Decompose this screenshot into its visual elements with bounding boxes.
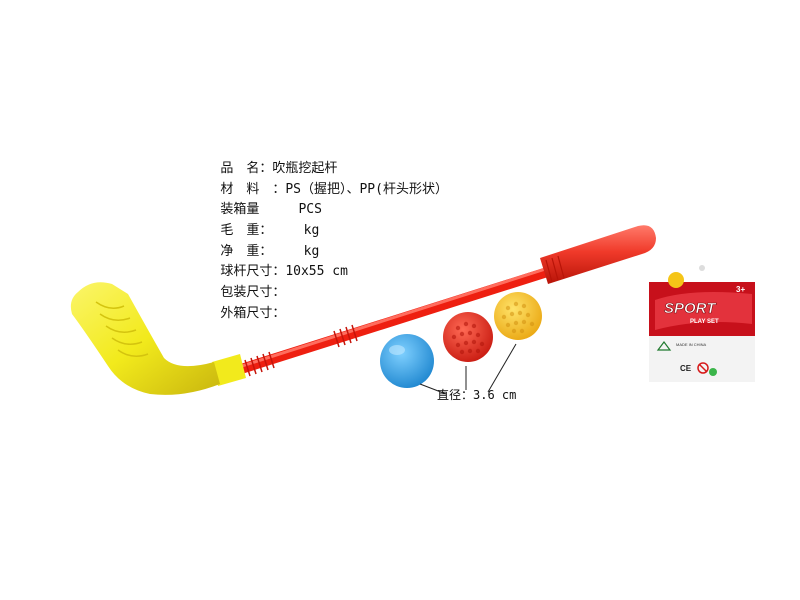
package-swoosh [655,292,752,330]
blue-ball [380,334,434,388]
spec-row-gross-weight: 毛 重： kg [189,207,319,255]
no-small-parts-slash [698,363,708,373]
club-shaft-highlight [240,263,560,368]
ball-diameter-label: 直径：3.6 cm [437,388,517,402]
spec-row-net-weight: 净 重： kg [189,228,319,276]
spec-label: 净 重： [220,244,273,259]
red-ball [443,312,493,362]
diameter-pointer-lines [419,343,517,395]
spec-value: 吹瓶挖起杆 [272,161,338,176]
red-ball-dimples [451,321,485,355]
spec-label: 包装尺寸： [220,285,286,300]
spec-label: 品 名： [220,161,273,176]
club-face-grooves [95,301,149,357]
recycle-icon [656,341,672,351]
eco-mark-icon [709,368,717,376]
club-hosel [212,354,246,386]
spec-label: 装箱量 [220,202,260,217]
golf-balls [380,292,542,388]
spec-row-packing-quantity: 装箱量 PCS [189,186,322,234]
package-subtitle: PLAY SET [690,319,719,325]
spec-label: 外箱尺寸： [220,306,286,321]
spec-row-product-name: 品 名：吹瓶挖起杆 [189,145,337,193]
club-ribbing [244,324,358,377]
yellow-ball-dimples [501,301,535,334]
spec-label: 毛 重： [220,223,273,238]
club-shaft [233,263,565,375]
ce-mark: CE [680,364,692,373]
spec-row-package-size: 包装尺寸： [189,269,285,317]
spec-value: PS（握把）、PP(杆头形状） [285,182,448,197]
spec-value: 10x55 cm [285,264,348,279]
grip-ribs [545,255,565,283]
package-brand: SPORT [664,300,717,317]
spec-label: 球杆尺寸： [220,264,286,279]
spec-row-material: 材 料 ：PS（握把）、PP(杆头形状） [189,166,448,214]
spec-value: kg [272,244,320,259]
spec-row-carton-size: 外箱尺寸： [189,290,285,338]
golf-club [70,225,656,395]
package-info-panel [649,336,755,382]
made-in-label: MADE IN CHINA [676,342,707,347]
spec-label: 材 料 ： [220,182,286,197]
spec-row-club-size: 球杆尺寸：10x55 cm [189,248,348,296]
package-card [649,262,755,382]
yellow-ball [494,292,542,340]
club-grip [540,225,656,284]
blue-ball-shine [389,345,405,355]
package-hang-hole [699,265,705,271]
spec-value: PCS [259,202,322,217]
spec-value: kg [272,223,320,238]
no-small-parts-icon [697,362,709,374]
club-head [70,282,220,395]
age-badge: 3+ [736,285,745,294]
brand-logo-icon [668,272,684,288]
